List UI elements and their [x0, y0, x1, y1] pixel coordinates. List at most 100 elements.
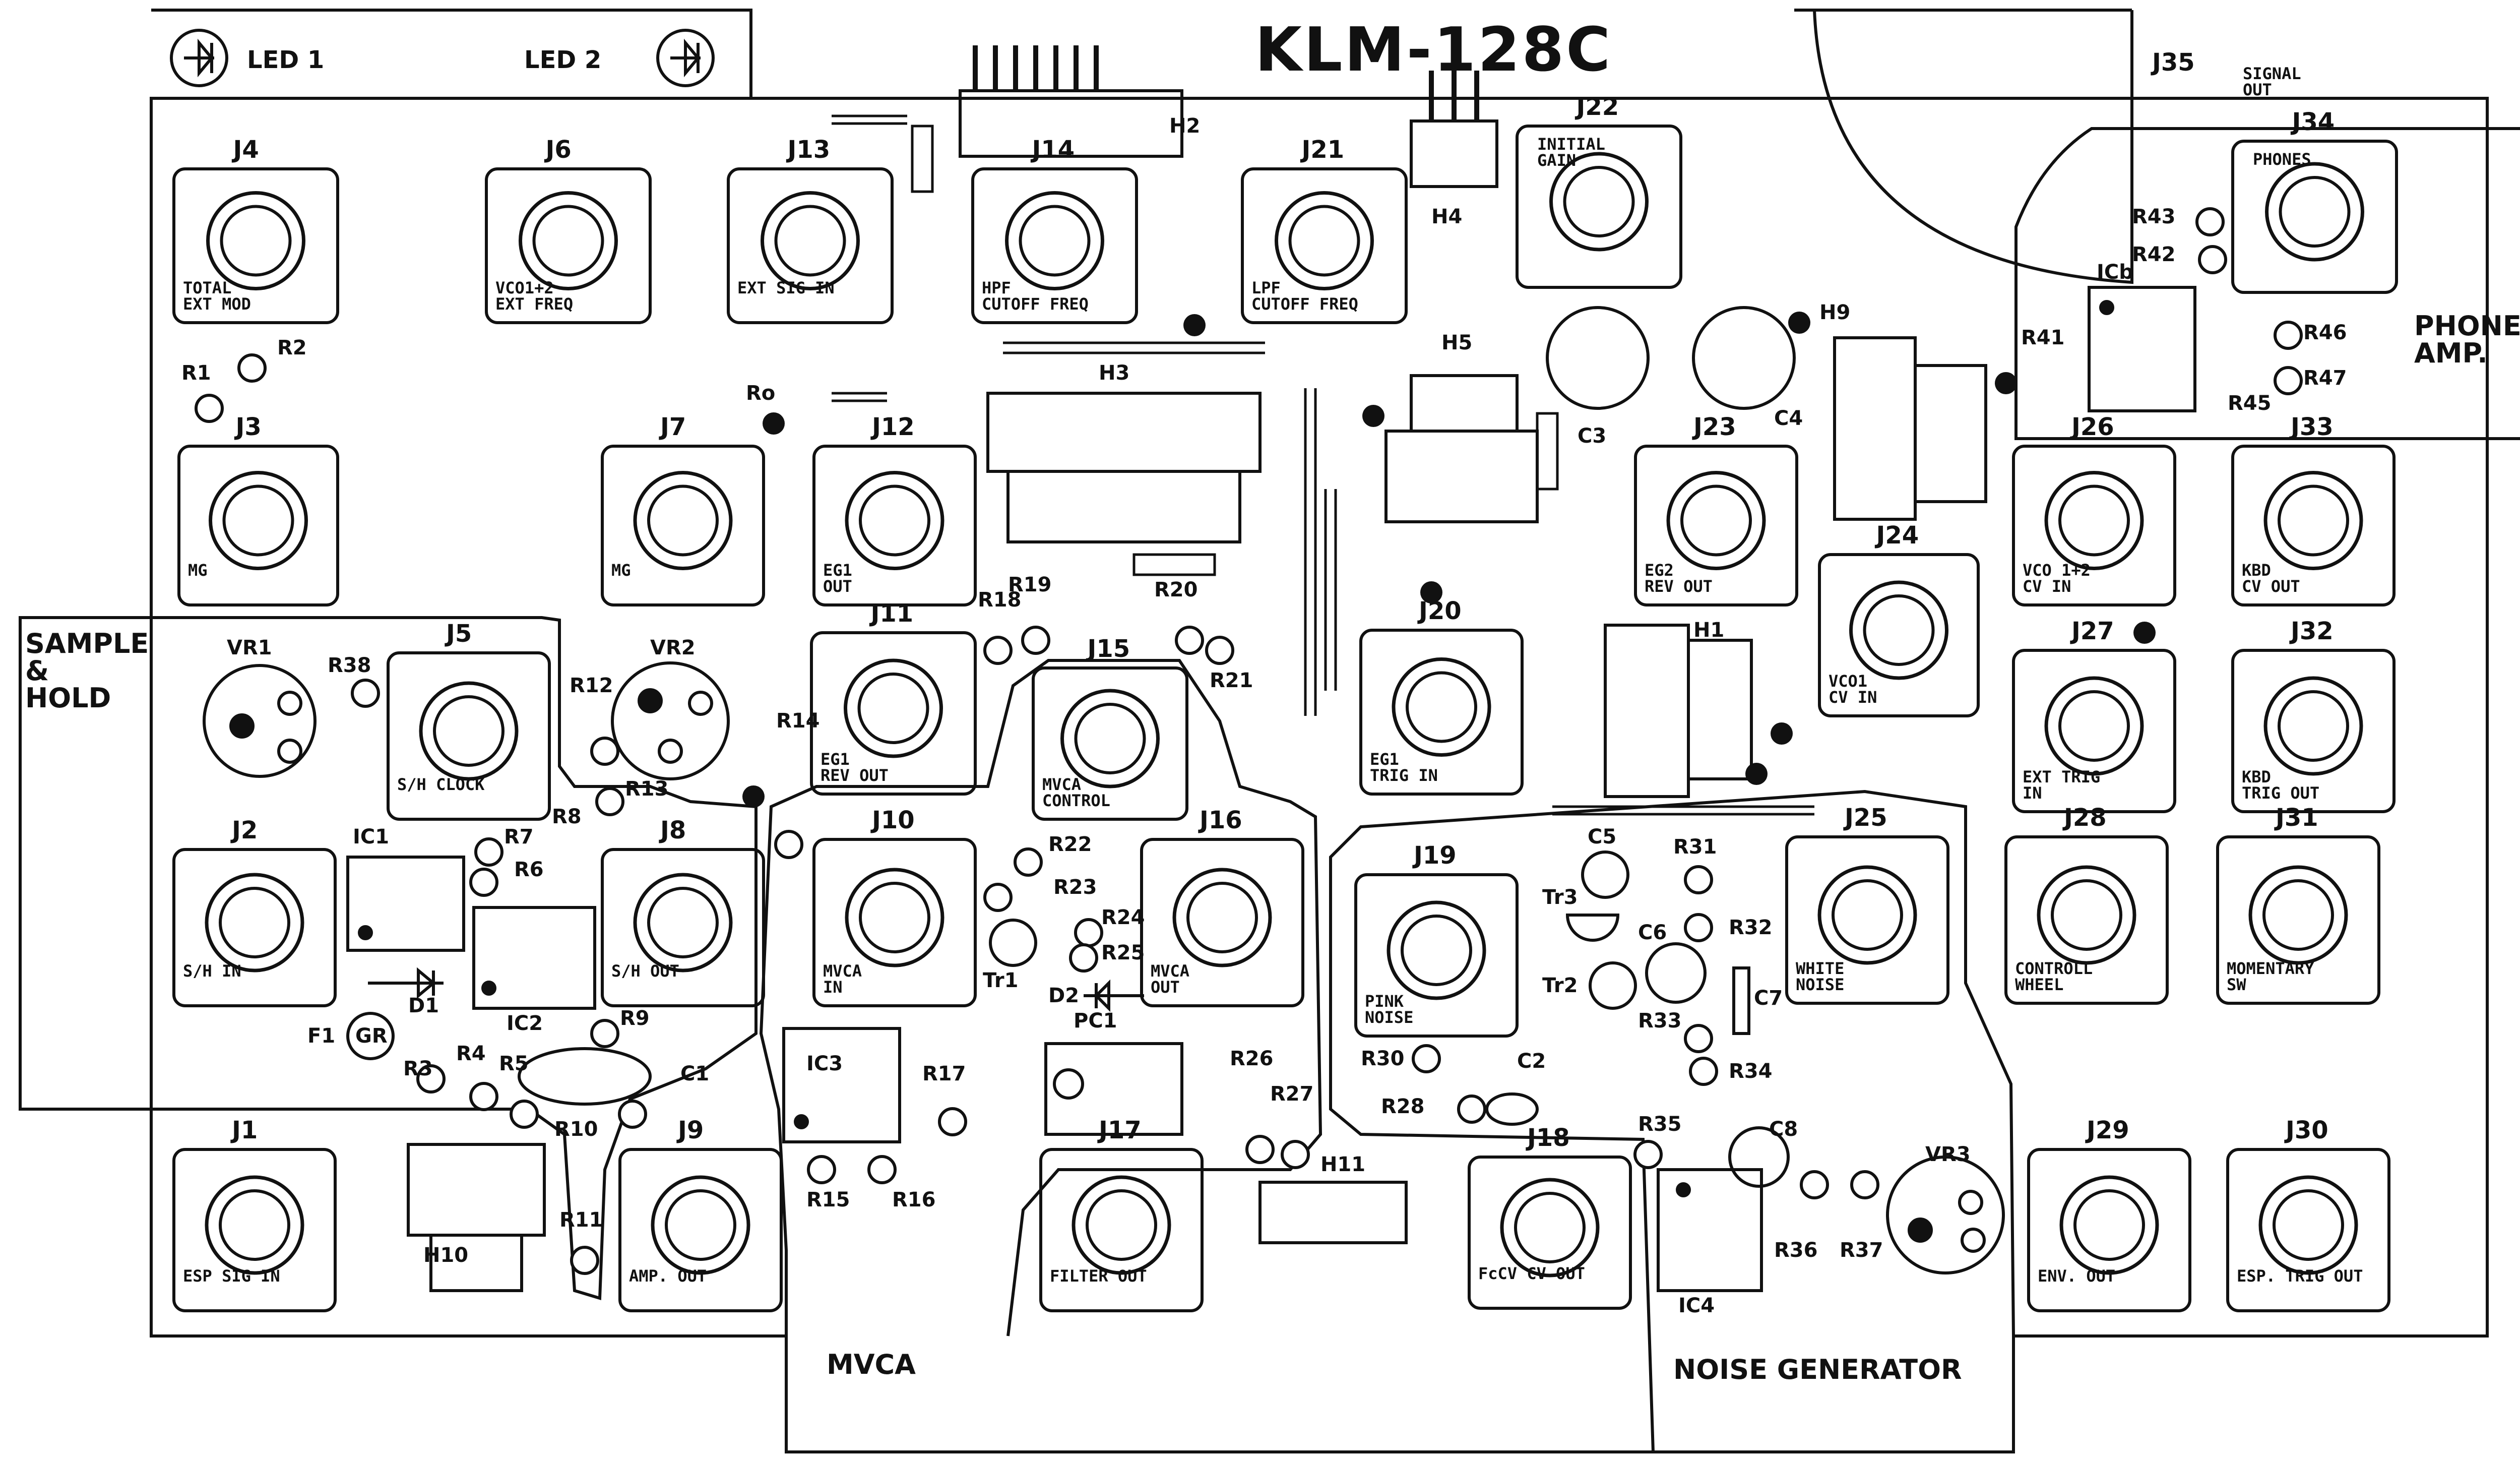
- phone-amp-region: [2014, 127, 2520, 440]
- led2-icon: [656, 29, 715, 87]
- ic-ICb: [2088, 286, 2196, 412]
- jack-id-J35: J35: [2152, 48, 2195, 77]
- jack-label-J32: KBD TRIG OUT: [2242, 767, 2320, 803]
- jack-label-J33: KBD CV OUT: [2242, 561, 2300, 596]
- resistor-label-R47: R47: [2303, 367, 2347, 390]
- jack-id-J15: J15: [1087, 635, 1130, 663]
- jack-id-J33: J33: [2291, 413, 2334, 441]
- jack-socket-inner-J26: [2058, 484, 2130, 557]
- ic-IC4: [1657, 1168, 1763, 1292]
- jack-id-J22: J22: [1576, 93, 1619, 121]
- pot-label-VR2: VR2: [650, 636, 696, 659]
- jack-id-J7: J7: [660, 413, 686, 441]
- cap-label-C1: C1: [680, 1062, 710, 1085]
- jack-box-J16: [1140, 838, 1304, 1007]
- jack-socket-J31: [2248, 865, 2348, 965]
- jack-label-J31: MOMENTARY SW: [2227, 959, 2314, 994]
- resistor-label-R46: R46: [2303, 321, 2347, 344]
- jack-socket-J26: [2044, 471, 2144, 570]
- jack-id-J1: J1: [232, 1116, 258, 1144]
- jack-socket-J10: [845, 868, 944, 967]
- resistor-label-R17: R17: [922, 1062, 966, 1085]
- led1-label: LED 1: [247, 46, 325, 74]
- jack-socket-inner-J20: [1406, 671, 1477, 743]
- jack-socket-J29: [2059, 1175, 2159, 1275]
- jack-socket-inner-J13: [774, 205, 846, 277]
- resistor-label-R6: R6: [514, 858, 544, 881]
- sample-hold-region: [19, 616, 758, 1300]
- jack-box-J18: [1468, 1156, 1632, 1310]
- cap-C1: [518, 1047, 652, 1106]
- jack-label-J20: EG1 TRIG IN: [1370, 750, 1438, 785]
- jack-box-J3: [177, 445, 339, 606]
- section-sample-hold: SAMPLE & HOLD: [25, 628, 149, 714]
- jack-id-J8: J8: [660, 816, 686, 844]
- jack-label-J29: ENV. OUT: [2038, 1266, 2116, 1286]
- jack-label-J28: CONTROLL WHEEL: [2015, 959, 2093, 994]
- jack-label-J3: MG: [188, 561, 208, 580]
- header-label-H10: H10: [423, 1244, 469, 1267]
- jack-socket-inner-J30: [2273, 1189, 2344, 1261]
- jack-socket-inner-J19: [1401, 915, 1472, 986]
- resistor-label-R21: R21: [1210, 669, 1253, 692]
- diode-label-D1: D1: [408, 994, 439, 1017]
- resistor-label-R11: R11: [559, 1208, 603, 1232]
- jack-box-J19: [1354, 873, 1519, 1038]
- led-strip-outline: [151, 9, 752, 98]
- jack-box-J7: [601, 445, 765, 606]
- resistor-label-R42: R42: [2132, 243, 2176, 266]
- jack-box-J17: [1039, 1148, 1204, 1312]
- resistor-label-R12: R12: [570, 674, 613, 697]
- cap-label-C7: C7: [1754, 987, 1783, 1010]
- header-H10: [407, 1143, 546, 1237]
- jack-label-J21: LPF CUTOFF FREQ: [1251, 278, 1358, 314]
- jack-socket-inner-J8: [647, 887, 719, 958]
- jack-box-J23: [1634, 445, 1798, 606]
- jack-label-J12: EG1 OUT: [823, 561, 852, 596]
- jack-box-J15: [1032, 666, 1188, 821]
- jack-box-J6: [485, 167, 652, 324]
- jack-box-J26: [2012, 445, 2176, 606]
- jack-label-J18: FcCV CV OUT: [1478, 1264, 1585, 1283]
- jack-box-J32: [2231, 649, 2396, 813]
- jack-box-J20: [1359, 629, 1524, 796]
- jack-id-J5: J5: [446, 620, 472, 648]
- cap-C7: [1732, 966, 1750, 1035]
- jack-socket-inner-J15: [1074, 703, 1146, 774]
- cap-label-C8: C8: [1769, 1118, 1798, 1141]
- jack-socket-inner-J16: [1186, 882, 1258, 953]
- ic-IC3: [782, 1027, 901, 1143]
- jack-socket-inner-J18: [1514, 1192, 1586, 1263]
- section-mvca: MVCA: [827, 1349, 916, 1380]
- jack-socket-J4: [206, 191, 305, 290]
- header-H5: [1410, 374, 1519, 433]
- resistor-label-R32: R32: [1729, 916, 1773, 939]
- jack-socket-J13: [761, 191, 860, 290]
- jack-box-J2: [172, 848, 337, 1007]
- jack-socket-inner-J24: [1863, 594, 1935, 666]
- jack-id-J13: J13: [787, 136, 831, 164]
- jack-box-J10: [812, 838, 977, 1007]
- resistor-label-R5: R5: [499, 1052, 529, 1075]
- cap-C6: [1645, 942, 1707, 1004]
- resistor-label-R10: R10: [554, 1118, 598, 1141]
- led1-icon: [170, 29, 228, 87]
- fuse-label: F1: [307, 1024, 336, 1048]
- resistor-label-R3: R3: [403, 1057, 433, 1080]
- jack-label-J35: SIGNAL OUT: [2243, 64, 2301, 99]
- resistor-label-R34: R34: [1729, 1060, 1773, 1083]
- jack-label-J15: MVCA CONTROL: [1042, 775, 1110, 810]
- jack-box-J12: [812, 445, 977, 606]
- jack-box-J1: [172, 1148, 337, 1312]
- jack-id-J30: J30: [2286, 1116, 2328, 1144]
- jack-socket-J7: [633, 471, 733, 570]
- jack-id-J23: J23: [1693, 413, 1736, 441]
- resistor-label-R31: R31: [1673, 835, 1717, 859]
- resistor-label-R27: R27: [1270, 1082, 1314, 1106]
- resistor-label-R1: R1: [181, 361, 211, 385]
- jack-label-J26: VCO 1+2 CV IN: [2023, 561, 2091, 596]
- resistor-label-R43: R43: [2132, 205, 2176, 228]
- resistor-label-R25: R25: [1101, 941, 1145, 964]
- cap-label-C4: C4: [1774, 407, 1803, 430]
- jack-socket-inner-J31: [2262, 879, 2334, 951]
